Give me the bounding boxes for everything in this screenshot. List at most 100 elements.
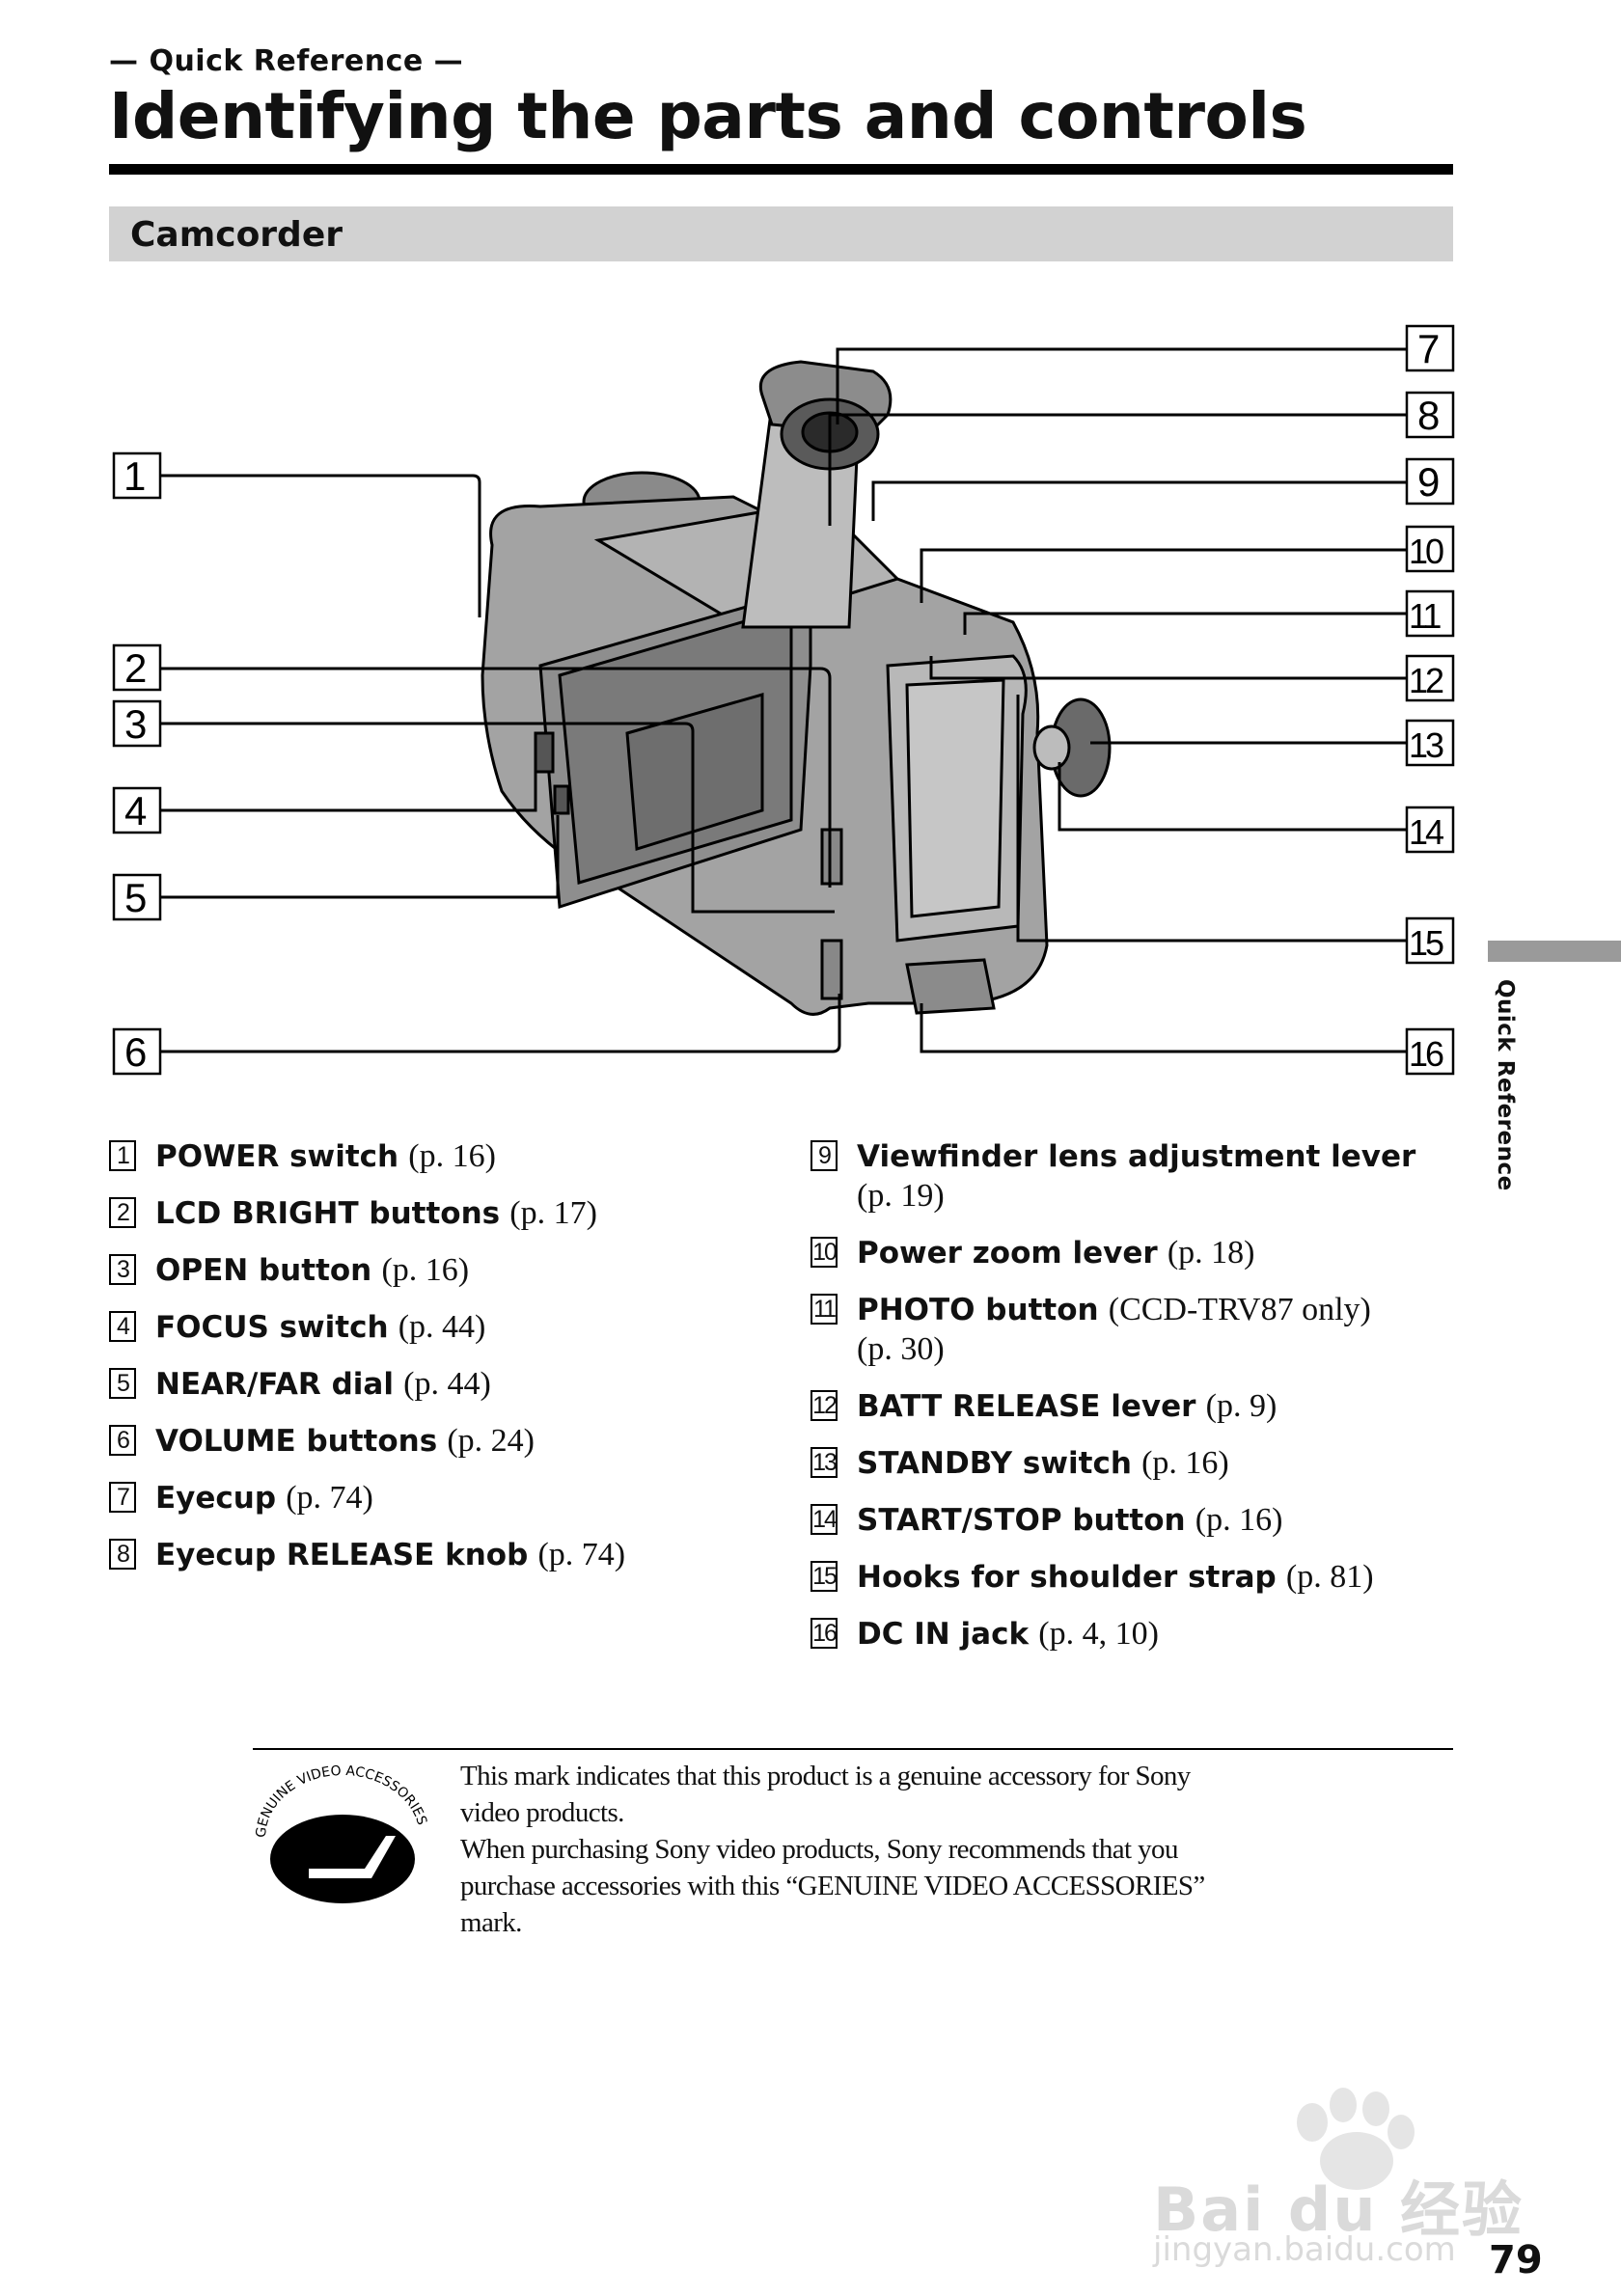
item-text: Eyecup (p. 74) [155, 1478, 373, 1517]
page-ref: (p. 74) [286, 1480, 373, 1516]
callout-6-label: 6 [124, 1029, 147, 1075]
camcorder-diagram: 1 2 3 4 5 6 7 8 9 10 11 12 13 14 15 16 [112, 324, 1455, 1076]
list-item: 9 Viewfinder lens adjustment lever(p. 19… [810, 1136, 1486, 1216]
item-number: 7 [109, 1482, 136, 1513]
item-text: STANDBY switch (p. 16) [857, 1443, 1229, 1483]
callout-12-label: 12 [1409, 661, 1443, 700]
callout-16-label: 16 [1409, 1034, 1443, 1074]
list-item: 7 Eyecup (p. 74) [109, 1478, 784, 1517]
footer-text: This mark indicates that this product is… [460, 1758, 1329, 1941]
item-text: NEAR/FAR dial (p. 44) [155, 1364, 491, 1404]
page-ref: (p. 44) [398, 1309, 486, 1345]
part-name: Eyecup [155, 1481, 277, 1516]
footer-line: When purchasing Sony video products, Son… [460, 1834, 1178, 1865]
item-number: 1 [109, 1140, 136, 1171]
callout-1-label: 1 [124, 453, 146, 499]
title-rule [109, 164, 1453, 175]
page-ref: (p. 19) [857, 1178, 945, 1214]
item-number: 12 [810, 1390, 838, 1421]
list-item: 16 DC IN jack (p. 4, 10) [810, 1614, 1486, 1654]
footer-line: video products. [460, 1797, 624, 1828]
list-item: 3 OPEN button (p. 16) [109, 1250, 784, 1290]
page-ref: (p. 74) [537, 1537, 626, 1572]
page-ref: (p. 81) [1285, 1559, 1374, 1595]
footer-line: purchase accessories with this “GENUINE … [460, 1871, 1205, 1901]
item-text: Hooks for shoulder strap (p. 81) [857, 1557, 1374, 1597]
genuine-accessories-logo: GENUINE VIDEO ACCESSORIES [254, 1763, 429, 1903]
item-number: 5 [109, 1368, 136, 1399]
item-number: 16 [810, 1618, 838, 1649]
item-text: POWER switch (p. 16) [155, 1136, 496, 1176]
callout-7-label: 7 [1417, 326, 1440, 371]
list-item: 13 STANDBY switch (p. 16) [810, 1443, 1486, 1483]
subsection-band: Camcorder [109, 206, 1453, 261]
callout-14-label: 14 [1409, 812, 1443, 852]
callout-10 [1405, 525, 1455, 573]
callout-15 [1405, 916, 1455, 965]
page-ref: (CCD-TRV87 only) (p. 30) [857, 1292, 1371, 1367]
item-text: Viewfinder lens adjustment lever(p. 19) [857, 1136, 1415, 1216]
item-text: Eyecup RELEASE knob (p. 74) [155, 1535, 625, 1574]
item-text: VOLUME buttons (p. 24) [155, 1421, 535, 1461]
part-name: Hooks for shoulder strap [857, 1560, 1277, 1595]
item-text: BATT RELEASE lever (p. 9) [857, 1386, 1277, 1426]
watermark-url: jingyan.baidu.com [1153, 2230, 1456, 2269]
item-number: 3 [109, 1254, 136, 1285]
list-item: 15 Hooks for shoulder strap (p. 81) [810, 1557, 1486, 1597]
callout-6 [112, 1027, 162, 1076]
subsection-title: Camcorder [130, 215, 343, 255]
page-ref: (p. 4, 10) [1038, 1616, 1159, 1652]
callout-5-label: 5 [124, 875, 147, 920]
part-name: PHOTO button [857, 1293, 1099, 1327]
callout-15-label: 15 [1409, 923, 1443, 963]
page-ref: (p. 16) [1141, 1445, 1229, 1481]
parts-list-right: 9 Viewfinder lens adjustment lever(p. 19… [810, 1136, 1486, 1671]
callout-14 [1405, 806, 1455, 854]
list-item: 1 POWER switch (p. 16) [109, 1136, 784, 1176]
item-text: START/STOP button (p. 16) [857, 1500, 1282, 1540]
list-item: 5 NEAR/FAR dial (p. 44) [109, 1364, 784, 1404]
item-number: 14 [810, 1504, 838, 1535]
leader-lines [149, 347, 1407, 1053]
callout-7 [1405, 324, 1455, 372]
list-item: 12 BATT RELEASE lever (p. 9) [810, 1386, 1486, 1426]
item-number: 10 [810, 1237, 838, 1268]
callout-8 [1405, 391, 1455, 439]
part-name: LCD BRIGHT buttons [155, 1196, 501, 1231]
callout-8-label: 8 [1417, 393, 1440, 438]
callout-3 [112, 699, 162, 748]
footer-rule [253, 1748, 1453, 1750]
part-name: OPEN button [155, 1253, 372, 1288]
page-ref: (p. 44) [403, 1366, 491, 1402]
callout-2 [112, 643, 162, 692]
part-name: Eyecup RELEASE knob [155, 1538, 529, 1572]
page-ref: (p. 16) [408, 1138, 496, 1174]
item-number: 15 [810, 1561, 838, 1592]
part-name: POWER switch [155, 1139, 399, 1174]
watermark-brand: Bai du 经验 [1153, 2174, 1525, 2245]
list-item: 2 LCD BRIGHT buttons (p. 17) [109, 1193, 784, 1233]
part-name: BATT RELEASE lever [857, 1389, 1196, 1424]
callout-11-label: 11 [1409, 596, 1441, 636]
parts-list-left: 1 POWER switch (p. 16) 2 LCD BRIGHT butt… [109, 1136, 784, 1592]
item-text: PHOTO button (CCD-TRV87 only) (p. 30) [857, 1290, 1397, 1369]
callout-13-label: 13 [1409, 725, 1443, 765]
section-tag: — Quick Reference — [109, 44, 464, 78]
callout-9-label: 9 [1417, 459, 1440, 505]
item-text: FOCUS switch (p. 44) [155, 1307, 485, 1347]
part-name: FOCUS switch [155, 1310, 389, 1345]
page-title: Identifying the parts and controls [109, 79, 1307, 153]
footer-line: This mark indicates that this product is… [460, 1761, 1191, 1791]
footer-line: mark. [460, 1907, 522, 1938]
item-number: 9 [810, 1140, 838, 1171]
part-name: NEAR/FAR dial [155, 1367, 394, 1402]
list-item: 14 START/STOP button (p. 16) [810, 1500, 1486, 1540]
callout-4 [112, 786, 162, 834]
callout-16 [1405, 1027, 1455, 1076]
list-item: 11 PHOTO button (CCD-TRV87 only) (p. 30) [810, 1290, 1486, 1369]
item-number: 13 [810, 1447, 838, 1478]
camcorder-illustration [481, 360, 1112, 1016]
item-number: 6 [109, 1425, 136, 1456]
item-number: 8 [109, 1539, 136, 1570]
list-item: 6 VOLUME buttons (p. 24) [109, 1421, 784, 1461]
